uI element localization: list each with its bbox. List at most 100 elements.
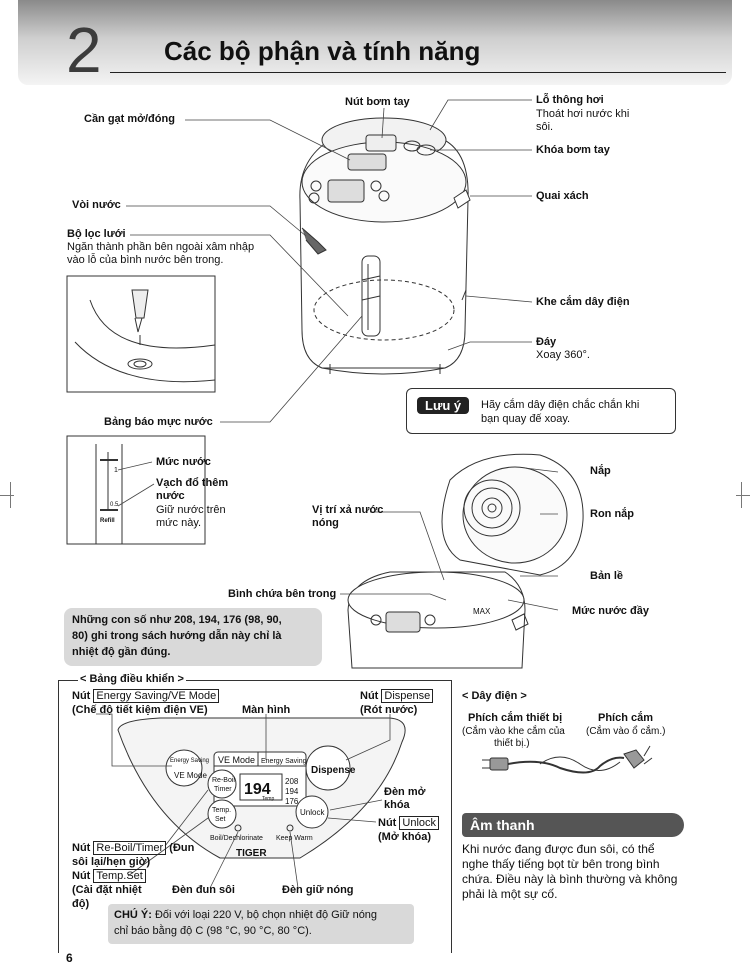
label-energy-desc: (Chế độ tiết kiệm điện VE) xyxy=(72,704,208,716)
svg-text:Energy Saving: Energy Saving xyxy=(170,758,209,764)
unlock-button-name: Unlock xyxy=(399,816,440,830)
crop-mark xyxy=(736,495,750,496)
label-energy-button: Nút Energy Saving/VE Mode xyxy=(72,689,220,703)
label-filter: Bộ lọc lưới xyxy=(67,228,126,240)
label-refill-mark: Vạch đổ thêm xyxy=(156,477,229,489)
energy-button-name: Energy Saving/VE Mode xyxy=(93,689,220,703)
label-water-gauge: Bảng báo mực nước xyxy=(104,416,213,428)
label-lid: Nắp xyxy=(590,465,611,477)
svg-text:208: 208 xyxy=(285,777,299,786)
label-vent-desc: Thoát hơi nước khi xyxy=(536,108,630,120)
label-appliance-desc: thiết bị.) xyxy=(494,738,530,749)
header-band xyxy=(18,0,732,85)
label-tempset-button: Nút Temp.Set xyxy=(72,869,146,883)
svg-text:MAX: MAX xyxy=(473,607,491,616)
reboil-desc: (Đun xyxy=(169,842,195,854)
label-tempset-desc: (Cài đặt nhiệt xyxy=(72,884,142,896)
page-number: 6 xyxy=(66,951,73,965)
label-prefix: Nút xyxy=(72,870,91,882)
svg-text:Set: Set xyxy=(215,816,226,823)
note-tag: Lưu ý xyxy=(417,397,470,414)
label-filter-desc: vào lỗ của bình nước bên trong. xyxy=(67,254,224,266)
label-vent-desc: sôi. xyxy=(536,121,554,133)
control-panel-heading: < Bảng điều khiển > xyxy=(78,673,186,686)
svg-text:0.5: 0.5 xyxy=(110,502,119,508)
caution-prefix: CHÚ Ý: xyxy=(114,909,152,921)
open-pot-illustration xyxy=(347,453,584,669)
svg-text:Temp: Temp xyxy=(262,796,274,802)
label-keepwarm-lamp: Đèn giữ nóng xyxy=(282,884,354,896)
label-prefix: Nút xyxy=(360,690,379,702)
label-boil-lamp: Đèn đun sôi xyxy=(172,884,235,896)
label-prefix: Nút xyxy=(378,817,397,829)
label-reboil-desc: sôi lại/hẹn giờ) xyxy=(72,856,151,868)
info-text: 80) ghi trong sách hướng dẫn này chỉ là xyxy=(72,630,282,642)
note-text: Hãy cắm dây điện chắc chắn khi xyxy=(481,399,640,411)
label-refill-desc: Giữ nước trên xyxy=(156,504,226,516)
label-steam-position: nóng xyxy=(312,517,339,529)
dispense-button-name: Dispense xyxy=(381,689,434,703)
label-water-level: Mức nước xyxy=(156,456,211,468)
label-manual-pump: Nút bơm tay xyxy=(345,96,410,108)
label-screen: Màn hình xyxy=(242,704,291,716)
label-unlock-lamp: khóa xyxy=(384,799,410,811)
info-box: Những con số như 208, 194, 176 (98, 90, … xyxy=(64,608,322,666)
label-vent: Lỗ thông hơi xyxy=(536,94,604,106)
svg-text:176: 176 xyxy=(285,797,299,806)
caution-text: CHÚ Ý: Đối với loại 220 V, bộ chọn nhiệt… xyxy=(114,909,377,922)
label-tempset-desc: độ) xyxy=(72,898,90,910)
label-lid-gasket: Ron nắp xyxy=(590,508,634,520)
label-dispense-button: Nút Dispense xyxy=(360,689,434,703)
caution-line: Đối với loại 220 V, bộ chọn nhiệt độ Giữ… xyxy=(151,909,378,921)
page-title: Các bộ phận và tính năng xyxy=(164,36,481,66)
label-base-desc: Xoay 360°. xyxy=(536,349,590,361)
svg-text:Keep Warm: Keep Warm xyxy=(276,835,313,842)
label-prefix: Nút xyxy=(72,690,91,702)
caution-text: chỉ báo bằng độ C (98 °C, 90 °C, 80 °C). xyxy=(114,925,312,937)
svg-text:VE Mode: VE Mode xyxy=(218,755,255,765)
label-steam-position: Vị trí xả nước xyxy=(312,504,384,516)
svg-text:Unlock: Unlock xyxy=(300,808,325,817)
svg-text:Timer: Timer xyxy=(214,786,232,793)
label-appliance-desc: (Cắm vào khe cắm của xyxy=(462,726,565,737)
label-wall-desc: (Cắm vào ổ cắm.) xyxy=(586,726,666,737)
label-inner-container: Bình chứa bên trong xyxy=(228,588,337,600)
label-appliance-plug: Phích cắm thiết bị xyxy=(468,712,563,724)
svg-text:TIGER: TIGER xyxy=(236,848,267,859)
svg-text:Re-Boil: Re-Boil xyxy=(212,777,235,784)
label-unlock-button: Nút Unlock xyxy=(378,816,440,830)
note-text: bạn quay đế xoay. xyxy=(481,413,571,425)
svg-text:Boil/Dechlorinate: Boil/Dechlorinate xyxy=(210,835,263,842)
label-filter-desc: Ngăn thành phần bên ngoài xâm nhập xyxy=(67,241,255,253)
info-text: Những con số như 208, 194, 176 (98, 90, xyxy=(72,614,282,626)
caution-box: CHÚ Ý: Đối với loại 220 V, bộ chọn nhiệt… xyxy=(108,904,414,944)
label-refill-mark: nước xyxy=(156,490,185,502)
svg-text:Temp.: Temp. xyxy=(212,807,231,814)
label-full-level: Mức nước đầy xyxy=(572,605,649,617)
title-rule xyxy=(110,72,726,73)
tempset-button-name: Temp.Set xyxy=(93,869,146,883)
label-unlock-lamp: Đèn mở xyxy=(384,786,426,798)
svg-text:Energy Saving: Energy Saving xyxy=(261,758,307,765)
label-handle: Quai xách xyxy=(536,190,589,202)
svg-text:194: 194 xyxy=(244,781,271,798)
svg-text:Refill: Refill xyxy=(100,518,115,524)
cord-heading: < Dây điện > xyxy=(462,690,527,702)
label-prefix: Nút xyxy=(72,842,91,854)
svg-text:Dispense: Dispense xyxy=(311,765,356,776)
label-pump-lock: Khóa bơm tay xyxy=(536,144,610,156)
note-box: Lưu ý Hãy cắm dây điện chắc chắn khi bạn… xyxy=(406,388,676,434)
label-cord-socket: Khe cắm dây điện xyxy=(536,296,630,308)
label-reboil-button: Nút Re-Boil/Timer (Đun xyxy=(72,841,195,855)
svg-text:VE Mode: VE Mode xyxy=(174,771,207,780)
label-wall-plug: Phích cắm xyxy=(598,712,654,724)
sound-heading: Âm thanh xyxy=(462,813,684,837)
svg-text:194: 194 xyxy=(285,787,299,796)
info-text: nhiệt độ gần đúng. xyxy=(72,646,171,658)
sound-text: nghe thấy tiếng bọt từ bên trong bình xyxy=(462,857,660,871)
reboil-button-name: Re-Boil/Timer xyxy=(93,841,167,855)
crop-mark xyxy=(0,495,14,496)
label-hinge: Bản lề xyxy=(590,570,624,582)
label-unlock-desc: (Mở khóa) xyxy=(378,831,432,843)
